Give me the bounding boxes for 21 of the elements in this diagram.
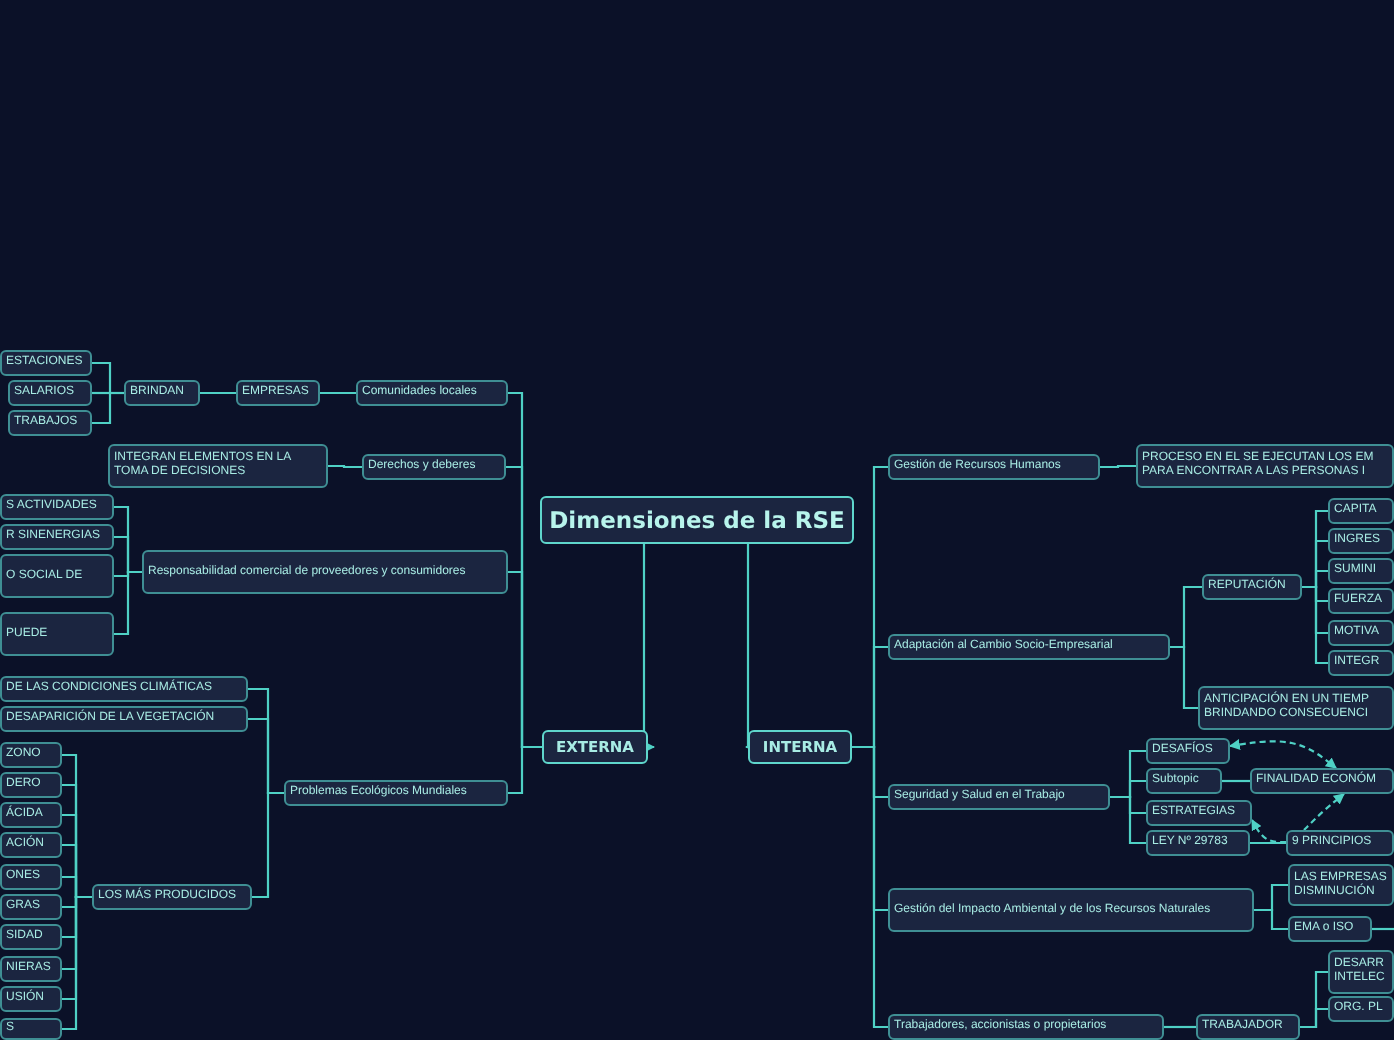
dashed-arrow [1303, 793, 1345, 831]
connector-line [1100, 464, 1136, 469]
connector-line [1302, 585, 1328, 665]
connector-line [1250, 841, 1286, 845]
connector-line [1164, 1025, 1196, 1029]
connector-line [1300, 1007, 1328, 1029]
connector-line [252, 791, 284, 899]
connector-line [1222, 779, 1250, 783]
dashed-arrow [1228, 739, 1337, 769]
connector-line [114, 570, 142, 636]
connector-line [200, 391, 236, 395]
central-topic: Dimensiones de la RSE [540, 496, 854, 544]
connector-line [328, 464, 362, 469]
connector-line [62, 895, 92, 1031]
arrow [642, 544, 656, 753]
connector-line [852, 745, 888, 1029]
connector-line [320, 391, 356, 395]
connector-line [1110, 795, 1146, 845]
connector-line [1254, 908, 1288, 931]
connector-line [1372, 927, 1394, 931]
dashed-arrow [1251, 819, 1286, 844]
